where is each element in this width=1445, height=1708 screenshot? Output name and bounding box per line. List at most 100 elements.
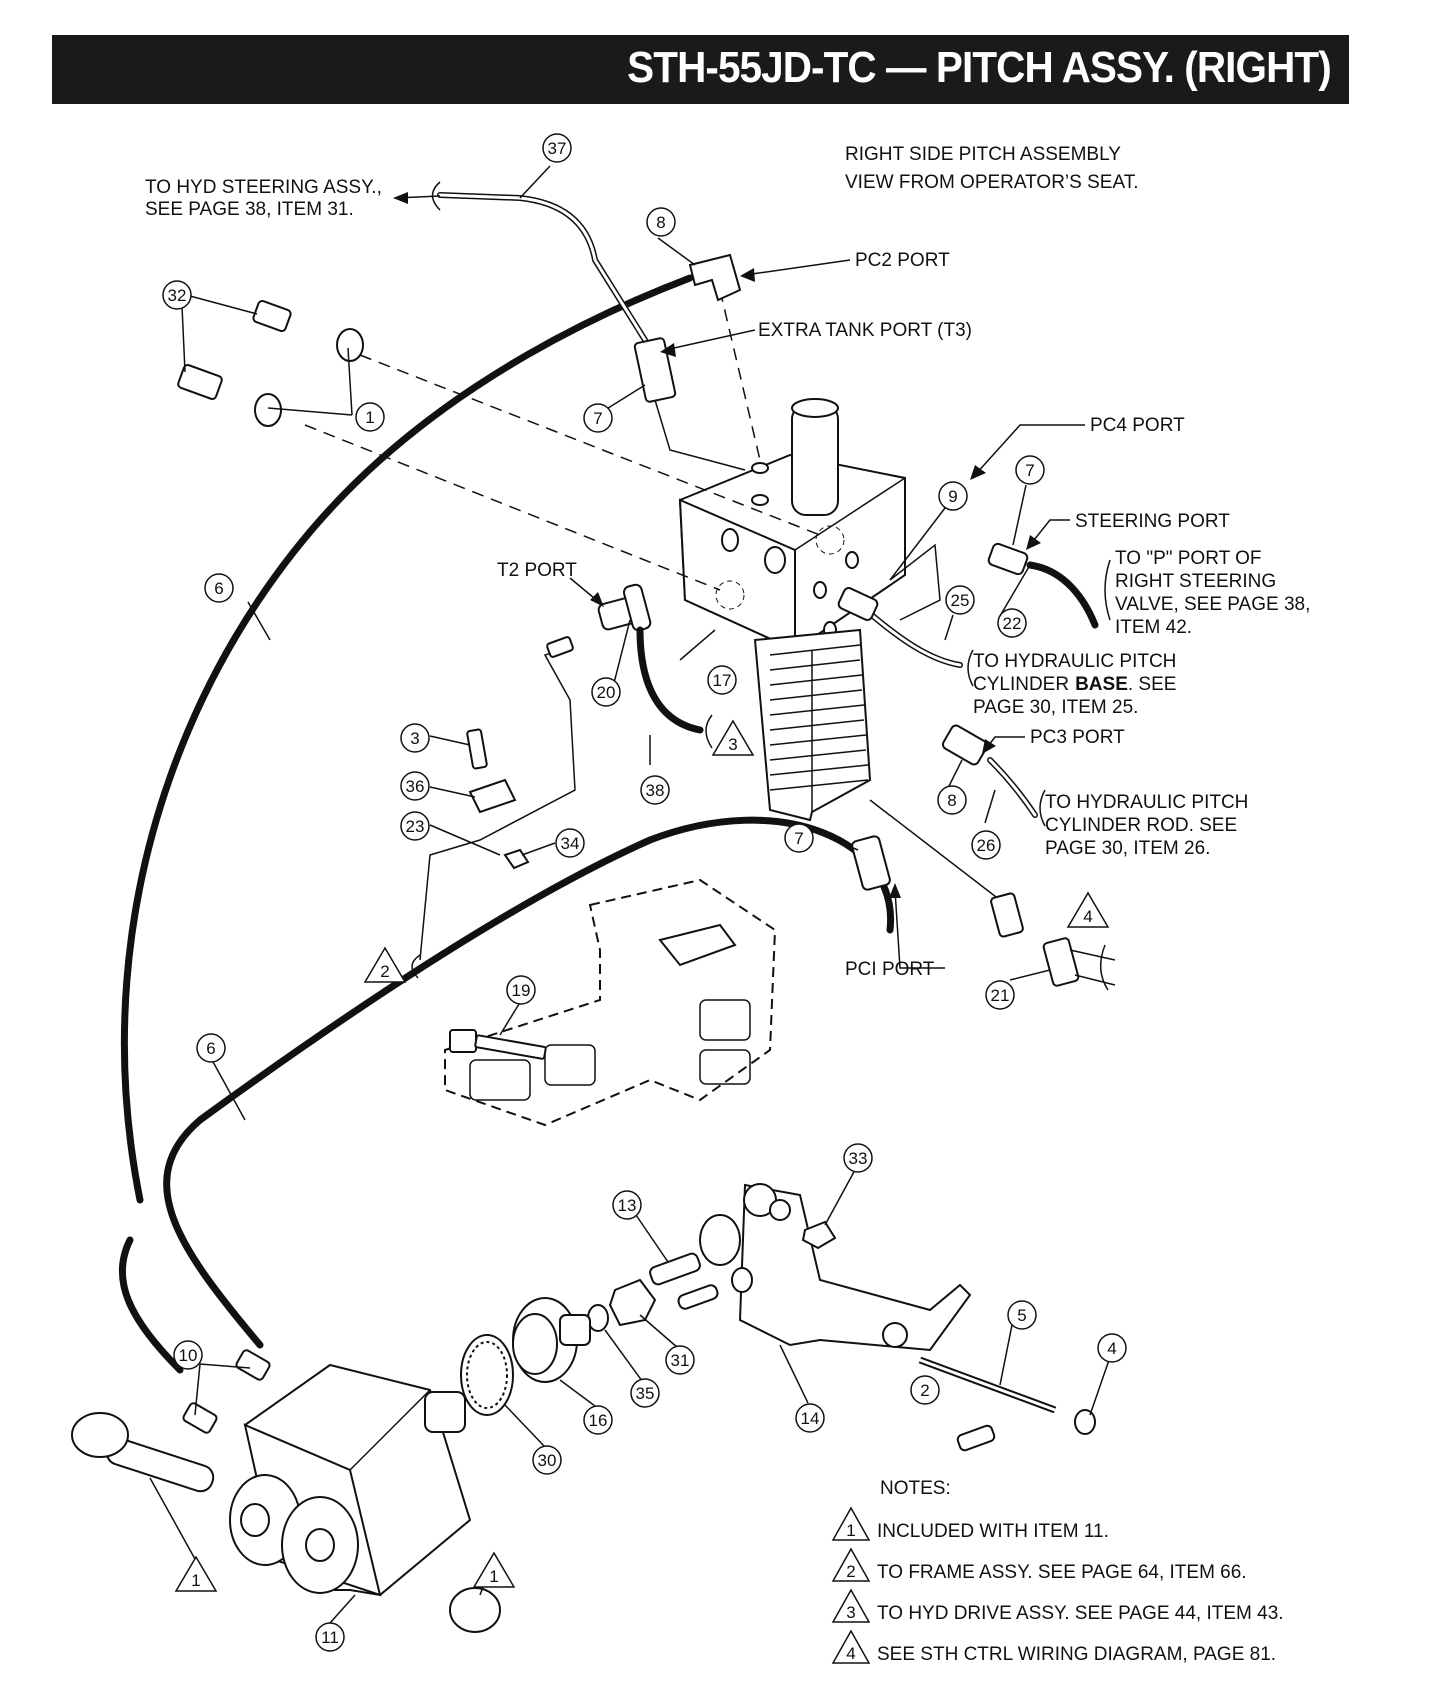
connector-a bbox=[990, 892, 1024, 938]
svg-text:31: 31 bbox=[671, 1351, 690, 1370]
nut-31 bbox=[608, 1278, 657, 1327]
notes-section: NOTES: 1 INCLUDED WITH ITEM 11. 2 TO FRA… bbox=[831, 1478, 1284, 1665]
pc2-arrow bbox=[740, 268, 755, 282]
nut-33 bbox=[801, 1220, 837, 1250]
hose-38-bracket bbox=[705, 714, 713, 749]
item-bubble-35: 35 bbox=[630, 1378, 660, 1408]
arm-14 bbox=[738, 1183, 972, 1352]
svg-text:5: 5 bbox=[1017, 1306, 1026, 1325]
label-to-p-port-2: RIGHT STEERING bbox=[1115, 571, 1276, 592]
svg-text:3: 3 bbox=[846, 1603, 855, 1622]
svg-text:1: 1 bbox=[191, 1571, 200, 1590]
svg-text:7: 7 bbox=[593, 409, 602, 428]
tube-37-break-mark bbox=[431, 181, 441, 211]
svg-text:23: 23 bbox=[406, 817, 425, 836]
svg-text:37: 37 bbox=[548, 139, 567, 158]
bearing-13 bbox=[699, 1214, 741, 1266]
fitting-10-a bbox=[235, 1349, 271, 1381]
svg-text:TO HYD DRIVE ASSY. SEE PAGE: TO HYD DRIVE ASSY. SEE PAGE 44, ITEM 43. bbox=[877, 1603, 1284, 1624]
svg-text:INCLUDED WITH ITEM 11.: INCLUDED WITH ITEM 11. bbox=[877, 1521, 1109, 1542]
steering-port-line bbox=[1029, 519, 1070, 546]
svg-text:19: 19 bbox=[512, 981, 531, 1000]
item-bubble-26: 26 bbox=[971, 830, 1001, 860]
svg-text:30: 30 bbox=[538, 1451, 557, 1470]
svg-text:34: 34 bbox=[561, 834, 580, 853]
svg-text:13: 13 bbox=[618, 1196, 637, 1215]
svg-text:25: 25 bbox=[951, 591, 970, 610]
fitting-8-pc3 bbox=[942, 724, 988, 766]
connector-21-wires bbox=[1069, 949, 1116, 986]
tube-37 bbox=[437, 192, 648, 343]
alignment-line-2 bbox=[304, 424, 721, 591]
svg-text:TO FRAME ASSY. SEE PAGE 64, IT: TO FRAME ASSY. SEE PAGE 64, ITEM 66. bbox=[877, 1562, 1247, 1583]
label-t2-port: T2 PORT bbox=[497, 560, 577, 581]
page-title: STH-55JD-TC — PITCH ASSY. (RIGHT) bbox=[627, 43, 1332, 92]
svg-text:6: 6 bbox=[206, 1039, 215, 1058]
svg-text:35: 35 bbox=[636, 1384, 655, 1403]
hub-16 bbox=[512, 1297, 591, 1383]
frame-bracket bbox=[444, 878, 777, 1127]
item-bubble-32: 32 bbox=[162, 280, 192, 310]
item-bubble-3: 3 bbox=[711, 719, 755, 756]
item-bubble-8: 8 bbox=[937, 785, 967, 815]
extra-tank-line bbox=[664, 329, 756, 351]
title-bar: STH-55JD-TC — PITCH ASSY. (RIGHT) bbox=[52, 35, 1349, 104]
svg-text:9: 9 bbox=[948, 487, 957, 506]
fitting-9 bbox=[837, 587, 879, 621]
solenoid-stack bbox=[753, 628, 872, 822]
label-to-pitch-rod-1: TO HYDRAULIC PITCH bbox=[1045, 792, 1248, 813]
svg-text:11: 11 bbox=[321, 1628, 339, 1647]
pc2-leader bbox=[744, 259, 851, 276]
svg-text:1: 1 bbox=[846, 1521, 855, 1540]
note-4: 4 SEE STH CTRL WIRING DIAGRAM, PAGE 81. bbox=[831, 1629, 1276, 1665]
label-pci-port: PCI PORT bbox=[845, 959, 935, 980]
pc3-arrow bbox=[982, 739, 996, 754]
svg-text:3: 3 bbox=[728, 735, 737, 754]
item-bubble-13: 13 bbox=[612, 1190, 642, 1220]
pci-port-line bbox=[894, 889, 945, 969]
svg-text:22: 22 bbox=[1003, 614, 1022, 633]
item-bubble-5: 5 bbox=[1007, 1300, 1037, 1330]
item-bubble-22: 22 bbox=[997, 608, 1027, 638]
svg-text:17: 17 bbox=[713, 671, 732, 690]
item-bubble-19: 19 bbox=[506, 975, 536, 1005]
clamp-ring-bottom bbox=[449, 1587, 501, 1633]
item-bubble-8: 8 bbox=[646, 207, 676, 237]
item-bubble-21: 21 bbox=[985, 980, 1015, 1010]
hose-38 bbox=[636, 626, 704, 734]
svg-text:3: 3 bbox=[410, 729, 419, 748]
svg-text:21: 21 bbox=[991, 986, 1010, 1005]
callout-to-hyd-steering-1: TO HYD STEERING ASSY., bbox=[145, 177, 382, 198]
svg-text:20: 20 bbox=[597, 683, 616, 702]
hose-6-lower bbox=[163, 816, 895, 1349]
hose-22 bbox=[1026, 561, 1099, 629]
item-bubbles: 37 8 32 1 7 6 9 7 25 22 17 20 3 38 36 23… bbox=[162, 133, 1127, 1652]
item-bubble-4: 4 bbox=[1066, 891, 1110, 928]
svg-text:10: 10 bbox=[179, 1346, 198, 1365]
label-to-pitch-base-1: TO HYDRAULIC PITCH bbox=[973, 651, 1176, 672]
item-bubble-38: 38 bbox=[640, 775, 670, 805]
washer-4 bbox=[1074, 1409, 1096, 1435]
svg-text:26: 26 bbox=[977, 836, 996, 855]
o-ring-1-b bbox=[254, 393, 282, 427]
notes-heading: NOTES: bbox=[880, 1478, 951, 1499]
pci-arrow bbox=[889, 883, 901, 898]
pin-13-b bbox=[677, 1284, 719, 1310]
clamp-ring-left bbox=[71, 1412, 129, 1458]
rod-bracket bbox=[1039, 789, 1046, 827]
item-bubble-6: 6 bbox=[204, 573, 234, 603]
motor-block-11 bbox=[229, 1363, 472, 1597]
svg-text:1: 1 bbox=[489, 1567, 498, 1586]
label-to-p-port-1: TO "P" PORT OF bbox=[1115, 548, 1262, 569]
svg-text:2: 2 bbox=[846, 1562, 855, 1581]
elbow-fitting-8-top bbox=[688, 253, 742, 302]
p-port-bracket bbox=[1104, 559, 1111, 621]
tube-23-nut bbox=[546, 636, 574, 658]
washer-arm bbox=[731, 1267, 753, 1293]
label-to-pitch-base-3: PAGE 30, ITEM 25. bbox=[973, 697, 1138, 718]
hose-6-upper bbox=[120, 274, 694, 1204]
svg-text:33: 33 bbox=[849, 1149, 868, 1168]
pc4-port-line bbox=[974, 424, 1085, 476]
item-bubble-37: 37 bbox=[542, 133, 572, 163]
clip-36 bbox=[468, 778, 517, 814]
